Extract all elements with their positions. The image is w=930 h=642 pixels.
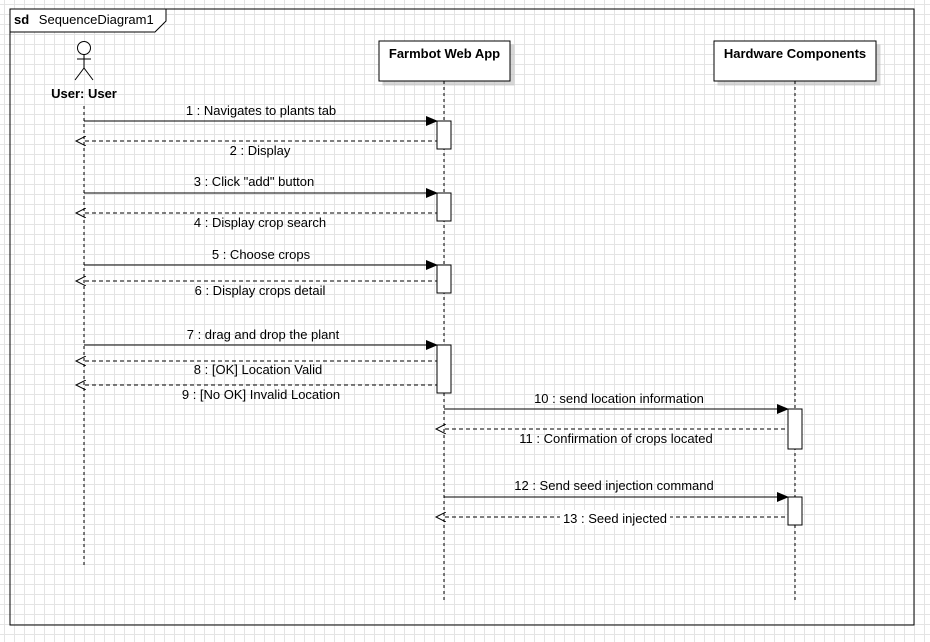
message-label: 7 : drag and drop the plant <box>187 327 340 342</box>
frame-name: SequenceDiagram1 <box>39 12 154 27</box>
message-2[interactable]: 2 : Display <box>85 141 437 158</box>
message-label: 2 : Display <box>230 143 291 158</box>
lifeline-hardware-components-head[interactable]: Hardware Components <box>713 40 877 82</box>
activation-bar <box>436 192 452 222</box>
message-12[interactable]: 12 : Send seed injection command <box>444 478 789 502</box>
message-13[interactable]: 13 : Seed injected <box>445 510 788 526</box>
message-label: 8 : [OK] Location Valid <box>194 362 322 377</box>
frame-keyword: sd <box>14 12 29 27</box>
message-9[interactable]: 9 : [No OK] Invalid Location <box>85 385 437 402</box>
message-6[interactable]: 6 : Display crops detail <box>85 281 437 298</box>
message-label: 12 : Send seed injection command <box>514 478 713 493</box>
message-3[interactable]: 3 : Click "add" button <box>84 174 438 198</box>
message-8[interactable]: 8 : [OK] Location Valid <box>85 361 437 377</box>
message-label: 11 : Confirmation of crops located <box>519 431 712 446</box>
message-7[interactable]: 7 : drag and drop the plant <box>84 327 438 350</box>
message-label: 1 : Navigates to plants tab <box>186 103 336 118</box>
message-4[interactable]: 4 : Display crop search <box>85 213 437 230</box>
actor-head <box>77 41 91 55</box>
message-label: 4 : Display crop search <box>194 215 326 230</box>
frame-title-tab <box>9 8 167 33</box>
message-label: 9 : [No OK] Invalid Location <box>182 387 340 402</box>
message-1[interactable]: 1 : Navigates to plants tab <box>84 103 438 126</box>
activation-bar <box>436 120 452 150</box>
diagram-frame: sd SequenceDiagram1 <box>9 8 915 626</box>
message-label-bg <box>560 510 670 525</box>
activation-bar <box>787 496 803 526</box>
message-5[interactable]: 5 : Choose crops <box>84 247 438 270</box>
lifeline-farmbot-web-app-head[interactable]: Farmbot Web App <box>378 40 511 82</box>
message-11[interactable]: 11 : Confirmation of crops located <box>445 429 788 446</box>
lifeline-head-box <box>713 40 877 82</box>
lifeline-label: Farmbot Web App <box>389 46 500 61</box>
message-label: 13 : Seed injected <box>563 511 667 526</box>
message-label: 6 : Display crops detail <box>195 283 326 298</box>
message-10[interactable]: 10 : send location information <box>444 391 789 414</box>
lifeline-label: Hardware Components <box>724 46 866 61</box>
frame-border <box>9 8 915 626</box>
message-label: 10 : send location information <box>534 391 704 406</box>
actor-user[interactable]: User: User <box>51 41 117 102</box>
actor-right-leg <box>83 67 94 81</box>
message-label: 5 : Choose crops <box>212 247 311 262</box>
message-label: 3 : Click "add" button <box>194 174 315 189</box>
activation-bar <box>436 344 452 394</box>
svg-text:sd SequenceDiagram1: sd SequenceDiagram1 <box>14 12 154 27</box>
actor-left-leg <box>74 67 85 81</box>
activation-bar <box>787 408 803 450</box>
actor-label: User: User <box>51 86 117 101</box>
activation-bar <box>436 264 452 294</box>
lifeline-head-box <box>378 40 511 82</box>
